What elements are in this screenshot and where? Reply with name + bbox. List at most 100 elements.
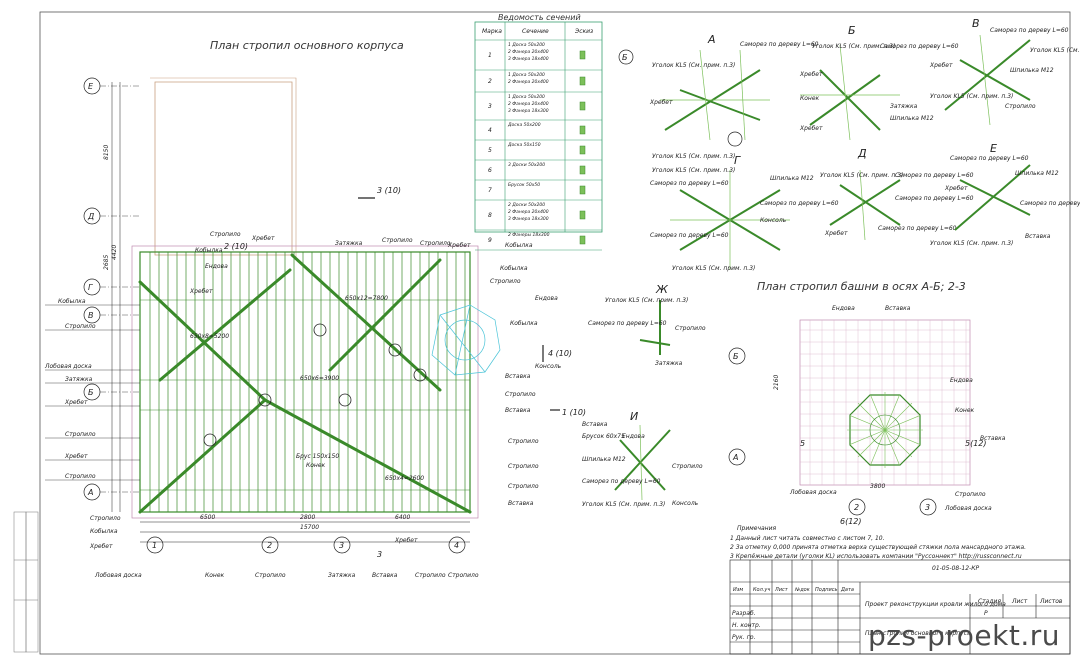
- title-block: [729, 559, 1071, 655]
- detail-a-ugolok: Уголок KL5 (См. прим. п.3): [652, 62, 735, 69]
- detail-b-letter: Б: [848, 24, 856, 37]
- title-block-sheets-h: Листов: [1039, 598, 1063, 605]
- section-mark-5-12: 5(12): [965, 439, 987, 448]
- callout-khrebet-3: Хребет: [89, 543, 113, 550]
- callout-khrebet-2: Хребет: [64, 453, 88, 460]
- section-table-header-mark: Марка: [482, 28, 502, 35]
- left-callouts: Кобылка Стропило Лобовая доска Затяжка Х…: [44, 298, 479, 579]
- dim-span-2600: 650х4=2600: [385, 475, 424, 482]
- callout-zatyazhka-t: Затяжка: [335, 240, 363, 247]
- section-mark-2-10: 2 (10): [224, 242, 248, 251]
- row-axis-label: Б: [88, 388, 94, 397]
- section-sketch-icon: [579, 145, 586, 155]
- notes-item-3: 3 Крепёжные детали (уголки KL) использов…: [730, 553, 1022, 560]
- title-block-sheet-h: Лист: [1011, 598, 1028, 605]
- detail-e-letter: Е: [990, 142, 997, 155]
- detail-i-endova: Ендова: [622, 433, 645, 440]
- callout-stropilo-7: Стропило: [448, 572, 479, 579]
- callout-lobovaya: Лобовая доска: [44, 363, 92, 370]
- main-plan-title: План стропил основного корпуса: [210, 39, 404, 52]
- section-table-section: 2 Фанера 20х400: [508, 49, 549, 55]
- detail-g-samorez-2: Саморез по дереву L=60: [760, 200, 839, 207]
- detail-v-letter: В: [972, 17, 980, 30]
- section-mark-6-12: 6(12): [840, 517, 862, 526]
- dim-2800: 2800: [300, 514, 315, 521]
- notes-item-2: 2 За отметку 0,000 принята отметка верха…: [730, 544, 1026, 551]
- notes-item-1: 1 Данный лист читать совместно с листом …: [730, 535, 885, 542]
- callout-stropilo-3: Стропило: [65, 473, 96, 480]
- dim-2685: 2685: [103, 255, 110, 270]
- section-table-section: 3 Фанера 18х400: [508, 56, 549, 62]
- detail-g-konsol: Консоль: [760, 217, 787, 224]
- row-axis-label: Д: [87, 212, 94, 221]
- detail-e-samorez: Саморез по дереву L=60: [950, 155, 1029, 162]
- detail-a-khrebet: Хребет: [649, 99, 673, 106]
- detail-v: В Саморез по дереву L=60 Уголок KL5 (См.…: [929, 17, 1080, 126]
- detail-b-samorez: Саморез по дереву L=60: [880, 43, 959, 50]
- title-block-col-header: Изм: [733, 587, 743, 593]
- detail-v-ugolok: Уголок KL5 (См. прим. п.3): [1030, 47, 1080, 54]
- sheet-frame: [39, 11, 1071, 655]
- callout-stropilo-r1: Стропило: [490, 278, 521, 285]
- detail-i-vstavka: Вставка: [582, 421, 608, 428]
- tower-axis-3: 3: [925, 503, 930, 512]
- section-table-header-section: Сечение: [522, 28, 549, 35]
- callout-zatyazhka-2: Затяжка: [328, 572, 356, 579]
- callout-vstavka-r3: Вставка: [508, 500, 534, 507]
- detail-g-samorez: Саморез по дереву L=60: [650, 180, 729, 187]
- section-table-section: Доска 50х200: [507, 122, 541, 128]
- dim-15700: 15700: [300, 524, 319, 531]
- detail-i-ugolok: Уголок KL5 (См. прим. п.3): [582, 501, 665, 508]
- detail-zh-letter: Ж: [655, 283, 669, 296]
- detail-nodes: А Б Уголок KL5 (См. прим. п.3) Саморез п…: [582, 17, 1080, 508]
- callout-stropilo-5: Стропило: [255, 572, 286, 579]
- section-table-section: 2 Доски 50х200: [508, 202, 545, 208]
- callout-vstavka-r2: Вставка: [505, 407, 531, 414]
- section-sketch-icon: [579, 125, 586, 135]
- column-axis-label: 4: [454, 541, 459, 550]
- callout-kobylka-t: Кобылка: [195, 247, 223, 254]
- dimension-lines: [111, 82, 470, 543]
- callout-stropilo-t1: Стропило: [210, 231, 241, 238]
- detail-g-shpilka: Шпилька М12: [770, 175, 814, 182]
- callout-stropilo-4: Стропило: [90, 515, 121, 522]
- tower-endova-2: Ендова: [950, 377, 973, 384]
- callout-khrebet-t: Хребет: [251, 235, 275, 242]
- callout-kobylka-2: Кобылка: [90, 528, 118, 535]
- callout-konek-2: Конек: [306, 462, 326, 469]
- title-block-col-header: Подпись: [815, 587, 838, 593]
- column-axis-bubble: 4: [448, 536, 466, 554]
- tower-konek: Конек: [955, 407, 975, 414]
- tower-vstavka-1: Вставка: [885, 305, 911, 312]
- section-sketch-icon: [579, 185, 586, 195]
- tower-axis-a: А: [732, 453, 738, 462]
- binding-strip: [13, 511, 39, 653]
- detail-d-samorez: Саморез по дереву L=60: [895, 172, 974, 179]
- tower-axis-2: 2: [854, 503, 859, 512]
- section-table-mark: 9: [488, 237, 492, 244]
- detail-zh-ugolok: Уголок KL5 (См. прим. п.3): [605, 297, 688, 304]
- tower-plan: Ендова Вставка Ендова Конек Вставка Лобо…: [728, 305, 1006, 516]
- detail-d: Д Уголок KL5 (См. прим. п.3) Саморез по …: [820, 147, 974, 241]
- section-table-section: 1 Доска 50х200: [508, 94, 545, 100]
- detail-v-shpilka: Шпилька М12: [1010, 67, 1054, 74]
- callout-stropilo-t2: Стропило: [382, 237, 413, 244]
- callout-konsol-r: Консоль: [535, 363, 562, 370]
- detail-a-axis: Б: [622, 53, 628, 62]
- section-table-mark: 4: [488, 127, 492, 134]
- tower-dim-2160: 2160: [773, 375, 780, 390]
- section-table-section: 2 Фанера 20х400: [508, 209, 549, 215]
- detail-d-samorez-3: Саморез по дереву L=60: [878, 225, 957, 232]
- tower-lobovaya: Лобовая доска: [789, 489, 837, 496]
- callout-khrebet-t2: Хребет: [189, 288, 213, 295]
- detail-b: Б Уголок KL5 (См. прим. п.3) Саморез по …: [799, 24, 959, 141]
- detail-v-stropilo: Стропило: [1005, 103, 1036, 110]
- title-block-sheet-name: План стропил основного корпуса: [865, 630, 971, 637]
- title-block-role-3: Рук. гр.: [732, 634, 756, 641]
- section-table-title: Ведомость сечений: [498, 13, 581, 22]
- detail-e-vstavka: Вставка: [1025, 233, 1051, 240]
- section-table-section: 2 Фанеры 18х300: [508, 232, 550, 238]
- callout-khrebet-1: Хребет: [64, 399, 88, 406]
